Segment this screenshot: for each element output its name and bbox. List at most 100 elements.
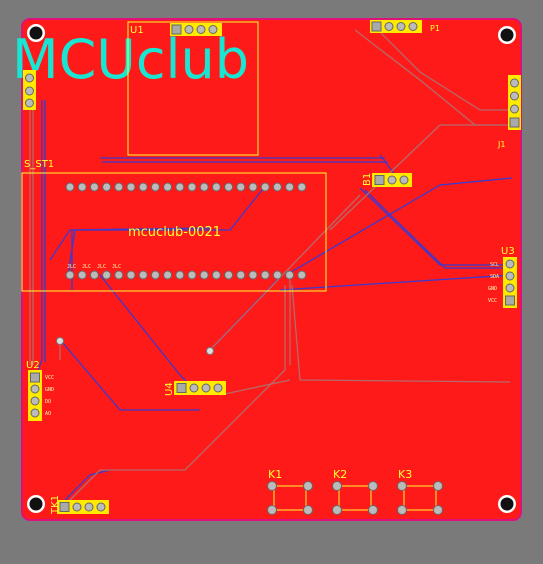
header-pin xyxy=(163,270,173,280)
k2-label: K2 xyxy=(333,468,347,481)
header-pin xyxy=(224,182,234,192)
header-pin xyxy=(114,182,124,192)
header-pin xyxy=(150,270,160,280)
header-pin xyxy=(187,182,197,192)
header-pin xyxy=(285,182,295,192)
p1-header xyxy=(370,20,422,33)
button-pad xyxy=(267,505,277,515)
header-pin xyxy=(89,182,99,192)
button-pad xyxy=(303,505,313,515)
j1-label: J1 xyxy=(497,140,505,149)
jlc-texts: JLC JLC JLC JLC xyxy=(67,264,121,270)
u4-label: U4 xyxy=(164,382,175,396)
u3-pin-label: GND xyxy=(488,286,497,292)
button-pad xyxy=(303,481,313,491)
s-st1-outline xyxy=(21,172,327,292)
header-pin xyxy=(114,270,124,280)
header-pin xyxy=(150,182,160,192)
header-pin xyxy=(126,182,136,192)
header-pin xyxy=(260,182,270,192)
mounting-holes xyxy=(27,24,516,513)
button-pad xyxy=(368,505,378,515)
u3-pin-label: VCC xyxy=(488,298,497,304)
s-st1-header-bottom xyxy=(65,270,307,280)
u3-header xyxy=(503,257,517,308)
u3-pin-label: SDA xyxy=(490,274,499,280)
button-pad xyxy=(433,481,443,491)
header-pin xyxy=(138,182,148,192)
push-button xyxy=(267,481,313,515)
u3-label: U3 xyxy=(501,246,515,257)
jlc-text: JLC xyxy=(82,264,91,270)
header-pin xyxy=(187,270,197,280)
header-pin xyxy=(175,182,185,192)
s-st1-header-top xyxy=(65,182,307,192)
header-pin xyxy=(163,182,173,192)
top-layer-traces xyxy=(29,21,511,501)
u2-pin-label: DO xyxy=(45,399,51,405)
s-st1-label: S_ST1 xyxy=(24,159,54,170)
header-pin xyxy=(102,182,112,192)
u2-label: U2 xyxy=(26,360,40,371)
via xyxy=(56,337,64,345)
button-pad xyxy=(397,481,407,491)
u4-header xyxy=(174,381,226,395)
header-pin xyxy=(65,270,75,280)
push-button xyxy=(332,481,378,515)
header-pin xyxy=(102,270,112,280)
jlc-text: JLC xyxy=(97,264,106,270)
u2-pin-label: GND xyxy=(45,387,54,393)
button-pad xyxy=(433,505,443,515)
header-pin xyxy=(236,270,246,280)
jlc-text: JLC xyxy=(112,264,121,270)
header-pin xyxy=(297,182,307,192)
vias xyxy=(56,337,214,355)
header-pin xyxy=(199,182,209,192)
header-pin xyxy=(211,270,221,280)
board-title: mcuclub-0021 xyxy=(128,225,221,240)
button-pad xyxy=(332,505,342,515)
left-top-header xyxy=(23,70,36,110)
header-pin xyxy=(89,270,99,280)
button-pad xyxy=(397,505,407,515)
header-pin xyxy=(77,182,87,192)
b1-header xyxy=(372,173,412,187)
u1-outline xyxy=(127,21,259,156)
header-pin xyxy=(236,182,246,192)
header-pin xyxy=(224,270,234,280)
u1-label: U1 xyxy=(130,25,144,36)
jlc-text: JLC xyxy=(67,264,76,270)
k3-label: K3 xyxy=(398,468,412,481)
u3-pin-label: SCL xyxy=(490,262,499,268)
header-pin xyxy=(272,182,282,192)
header-pin xyxy=(211,182,221,192)
button-pad xyxy=(368,481,378,491)
header-pin xyxy=(297,270,307,280)
b1-label: B1 xyxy=(362,173,373,186)
header-pin xyxy=(77,270,87,280)
via xyxy=(206,347,214,355)
u2-pin-label: VCC xyxy=(45,375,54,381)
j1-header xyxy=(508,75,521,130)
u2-pin-label: AO xyxy=(45,411,51,417)
header-pin xyxy=(260,270,270,280)
p1-label: P1 xyxy=(430,24,440,33)
header-pin xyxy=(65,182,75,192)
header-pin xyxy=(126,270,136,280)
u2-header xyxy=(28,370,42,421)
header-pin xyxy=(248,270,258,280)
u1-header xyxy=(170,23,222,36)
push-buttons xyxy=(267,481,443,515)
tk1-header xyxy=(57,500,109,514)
mcuclub-logo: MCUclub xyxy=(12,28,249,91)
header-pin xyxy=(248,182,258,192)
header-pin xyxy=(199,270,209,280)
push-button xyxy=(397,481,443,515)
button-pad xyxy=(332,481,342,491)
header-pin xyxy=(175,270,185,280)
header-pin xyxy=(138,270,148,280)
header-pin xyxy=(285,270,295,280)
tk1-label: TK1 xyxy=(50,495,61,515)
